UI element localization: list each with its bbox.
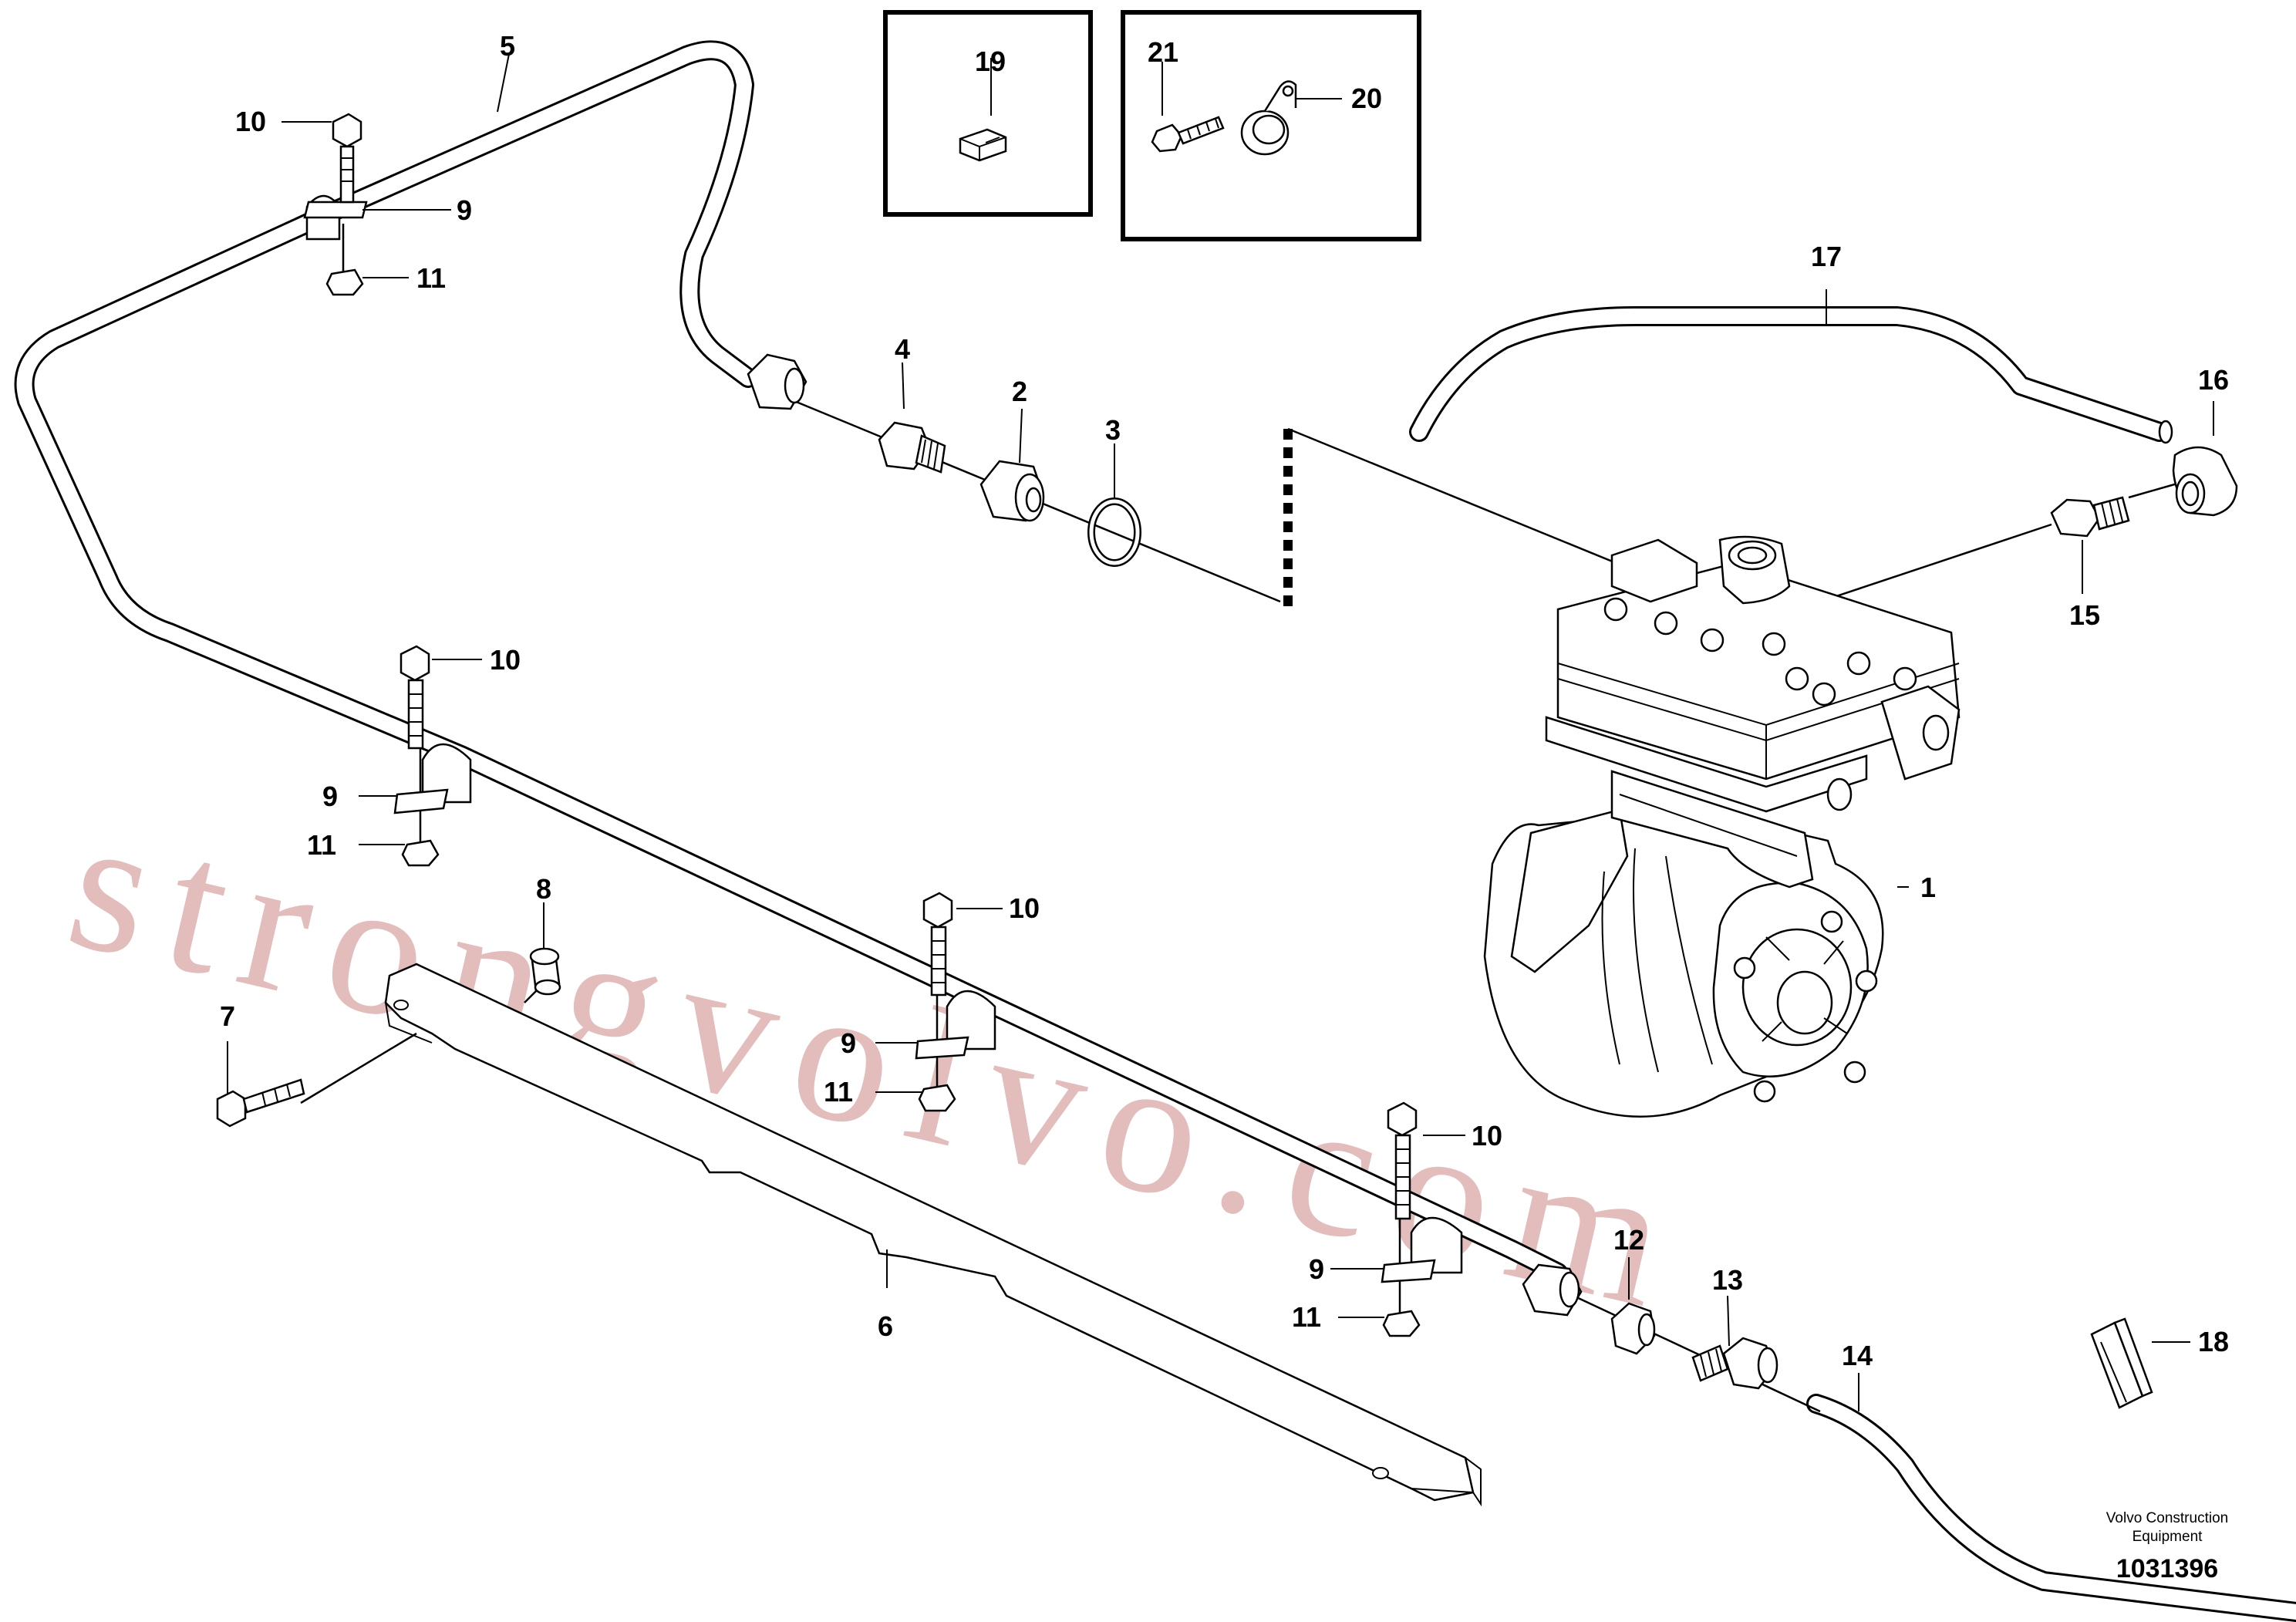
- union-part-12: [1610, 1302, 1656, 1355]
- callout-10a: 10: [235, 106, 266, 137]
- clamp-part-20: [1240, 80, 1297, 156]
- callout-9a: 9: [457, 194, 472, 226]
- callout-17: 17: [1811, 241, 1842, 272]
- callout-7: 7: [220, 1000, 235, 1032]
- document-number: 1031396: [2116, 1554, 2218, 1583]
- callout-6: 6: [878, 1310, 893, 1342]
- pipe-clamp-middle-right: [915, 892, 996, 1112]
- callout-8: 8: [536, 873, 551, 905]
- inset-box-19: [883, 10, 1093, 217]
- adapter-part-13: [1691, 1337, 1778, 1390]
- screw-part-21: [1151, 116, 1225, 153]
- mounting-bracket-6: [384, 963, 1482, 1507]
- pipe-clamp-middle-left: [393, 645, 472, 867]
- callout-11b: 11: [307, 829, 336, 861]
- bushing-part-8: [529, 947, 561, 996]
- callout-1: 1: [1920, 872, 1936, 903]
- sleeve-part-18: [2090, 1317, 2153, 1409]
- o-ring-part-3: [1087, 497, 1141, 567]
- inset-box-20-21: [1121, 10, 1421, 241]
- fitting-part-15: [2050, 496, 2130, 538]
- callout-11d: 11: [1292, 1301, 1321, 1333]
- callout-10d: 10: [1472, 1120, 1502, 1152]
- callout-14: 14: [1842, 1340, 1873, 1371]
- elbow-part-16: [2158, 420, 2238, 517]
- callout-19: 19: [975, 46, 1006, 77]
- callout-9b: 9: [322, 781, 338, 812]
- pipe-nut-top: [747, 353, 807, 410]
- callout-5: 5: [500, 30, 515, 62]
- pipe-nut-bottom: [1522, 1263, 1583, 1317]
- callout-10b: 10: [490, 644, 521, 676]
- callout-leaders: [227, 53, 2214, 1411]
- callout-20: 20: [1351, 83, 1382, 114]
- callout-9c: 9: [841, 1027, 856, 1059]
- pipe-clamp-bottom: [1381, 1101, 1463, 1337]
- callout-11c: 11: [824, 1076, 853, 1108]
- callout-11a: 11: [416, 262, 446, 294]
- callout-4: 4: [895, 333, 910, 365]
- air-compressor-part-1: [1483, 535, 1961, 1118]
- pipe-clamp-top: [303, 113, 368, 296]
- air-pipe-5: [14, 40, 1568, 1283]
- air-pipe-17: [1409, 306, 2170, 442]
- brand-line-2: Equipment: [2132, 1529, 2203, 1545]
- callout-16: 16: [2198, 364, 2229, 396]
- bolt-part-7: [216, 1078, 305, 1128]
- callout-9d: 9: [1309, 1253, 1324, 1285]
- adapter-part-4: [878, 421, 946, 474]
- brand-block: Volvo Construction Equipment 1031396: [2106, 1510, 2228, 1583]
- callout-10c: 10: [1009, 892, 1040, 924]
- callout-21: 21: [1148, 36, 1178, 68]
- callout-15: 15: [2069, 599, 2100, 631]
- callout-18: 18: [2198, 1326, 2229, 1357]
- callout-labels: 1 2 3 4 5 6 7 8 9 9 9 9 10 10 10 10 11 1…: [220, 30, 2229, 1371]
- callout-3: 3: [1105, 414, 1121, 446]
- air-pipe-14: [1806, 1394, 2296, 1622]
- callout-13: 13: [1712, 1264, 1743, 1296]
- brand-line-1: Volvo Construction: [2106, 1510, 2228, 1526]
- union-part-2: [979, 460, 1045, 522]
- callout-2: 2: [1012, 376, 1027, 407]
- callout-12: 12: [1613, 1224, 1644, 1256]
